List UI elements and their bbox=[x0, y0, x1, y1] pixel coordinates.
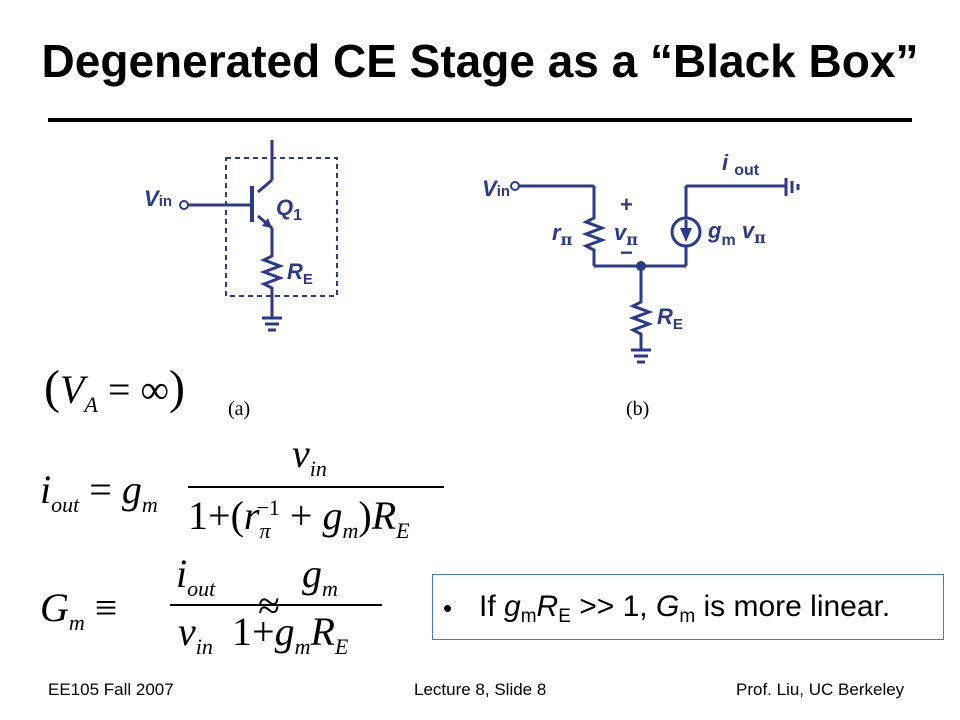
vin-label-a: V bbox=[144, 186, 159, 211]
black-box-outline bbox=[225, 157, 338, 297]
emitter-arrow bbox=[262, 218, 272, 228]
fraction-bar-1 bbox=[188, 486, 444, 488]
footer-slide-number: Lecture 8, Slide 8 bbox=[414, 680, 547, 699]
den-R-sub: E bbox=[396, 518, 410, 543]
gm-den-g: g bbox=[274, 609, 295, 654]
den-g-sub: m bbox=[342, 518, 359, 543]
den-g: g bbox=[322, 493, 343, 538]
vin-terminal-b bbox=[510, 181, 520, 191]
fraction-bar-2 bbox=[170, 604, 246, 606]
paren-open: ( bbox=[44, 361, 60, 414]
re-label-a: R bbox=[287, 259, 303, 284]
vin-label-b: V bbox=[482, 176, 497, 201]
den-R: R bbox=[371, 493, 397, 538]
vpi-label: v bbox=[614, 220, 627, 245]
gm-den-plus: + bbox=[252, 609, 275, 654]
gm-den-R: R bbox=[310, 609, 335, 654]
callout-G-sub: m bbox=[679, 606, 696, 627]
circuit-a bbox=[188, 140, 338, 332]
gm-label: g bbox=[708, 218, 722, 243]
gm-G-sub: m bbox=[68, 610, 85, 635]
den-r: r bbox=[243, 493, 260, 538]
gv-label: v bbox=[741, 218, 755, 243]
gm-num-out: out bbox=[187, 576, 216, 601]
callout-post: is more linear. bbox=[695, 590, 891, 623]
bullet-icon: • bbox=[443, 593, 453, 623]
equation-va: (VA = ∞) bbox=[44, 360, 185, 418]
num-v: v bbox=[292, 431, 310, 476]
iout-g: g bbox=[121, 467, 142, 512]
gm-den-g-sub: m bbox=[294, 634, 311, 659]
callout-g: g bbox=[504, 590, 521, 623]
footer-course: EE105 Fall 2007 bbox=[48, 680, 174, 699]
den-r-sub: π bbox=[259, 518, 271, 543]
gm-G: G bbox=[40, 585, 69, 630]
callout-R-sub: E bbox=[558, 606, 571, 627]
den-paren-open: ( bbox=[230, 493, 244, 538]
vin-sub-a: in bbox=[158, 193, 173, 210]
equiv-symbol: ≡ bbox=[94, 585, 118, 630]
den-paren-close: ) bbox=[358, 493, 372, 538]
title-underline bbox=[48, 118, 912, 122]
iout-out: out bbox=[51, 492, 80, 517]
iout-gm-sub: m bbox=[141, 492, 158, 517]
equation-iout: iout = gm vin 1+(rπ−1 + gm)RE bbox=[40, 431, 460, 543]
slide-title: Degenerated CE Stage as a “Black Box” bbox=[41, 35, 919, 87]
iout-label: i bbox=[722, 150, 729, 175]
re-sub-b: E bbox=[672, 316, 683, 333]
vin-sub-b: in bbox=[496, 183, 511, 200]
num-v-sub: in bbox=[309, 456, 327, 481]
va-symbol: V bbox=[59, 367, 85, 412]
emitter-node bbox=[636, 261, 646, 271]
den-plus: + bbox=[208, 493, 231, 538]
fraction-bar-gm bbox=[232, 604, 382, 606]
iout-equals: = bbox=[89, 467, 112, 512]
iout-sub: out bbox=[734, 162, 760, 179]
den-plus-2: + bbox=[289, 493, 313, 538]
rpi-sub: π bbox=[560, 230, 573, 249]
den-exp: −1 bbox=[256, 494, 280, 520]
gm-num-g-sub: m bbox=[322, 576, 338, 601]
callout-text: If gmRE >> 1, Gm is more linear. bbox=[479, 590, 890, 628]
minus-sign: − bbox=[620, 240, 633, 265]
linearity-callout: • If gmRE >> 1, Gm is more linear. bbox=[432, 574, 944, 640]
vpi-sub: π bbox=[626, 230, 638, 249]
gv-sub: π bbox=[754, 228, 766, 247]
paren-close: ) bbox=[168, 361, 185, 414]
infinity-symbol: ∞ bbox=[140, 367, 169, 412]
circuit-b bbox=[519, 178, 800, 364]
gm-num-g: g bbox=[302, 551, 322, 596]
re-label-b: R bbox=[657, 304, 673, 329]
footer-author: Prof. Liu, UC Berkeley bbox=[736, 680, 905, 699]
plus-sign: + bbox=[620, 192, 633, 217]
gm-den-in: in bbox=[195, 634, 213, 659]
gm-denominator: 1+gmRE bbox=[232, 608, 348, 660]
rpi-label: r bbox=[552, 220, 561, 245]
gm-den-R-sub: E bbox=[334, 634, 349, 659]
callout-R: R bbox=[536, 590, 559, 623]
caption-b: (b) bbox=[626, 398, 650, 420]
va-sub: A bbox=[84, 392, 98, 417]
va-equals: = bbox=[107, 367, 131, 412]
gm-num-i: i bbox=[176, 551, 188, 596]
callout-pre: If bbox=[479, 590, 505, 623]
q1-sub: 1 bbox=[293, 207, 303, 224]
den-one: 1 bbox=[188, 493, 208, 538]
callout-mid: >> 1, bbox=[570, 590, 656, 623]
iout-i: i bbox=[40, 467, 52, 512]
callout-g-sub: m bbox=[520, 606, 537, 627]
vin-terminal-a bbox=[179, 200, 189, 210]
q1-label: Q bbox=[276, 195, 294, 220]
gm-den-one: 1 bbox=[232, 609, 252, 654]
gm-den-v: v bbox=[178, 609, 196, 654]
callout-G: G bbox=[655, 590, 680, 623]
caption-a: (a) bbox=[228, 398, 251, 420]
current-source-arrow bbox=[680, 228, 692, 242]
re-sub-a: E bbox=[302, 271, 313, 288]
gm-sub: m bbox=[721, 232, 736, 249]
